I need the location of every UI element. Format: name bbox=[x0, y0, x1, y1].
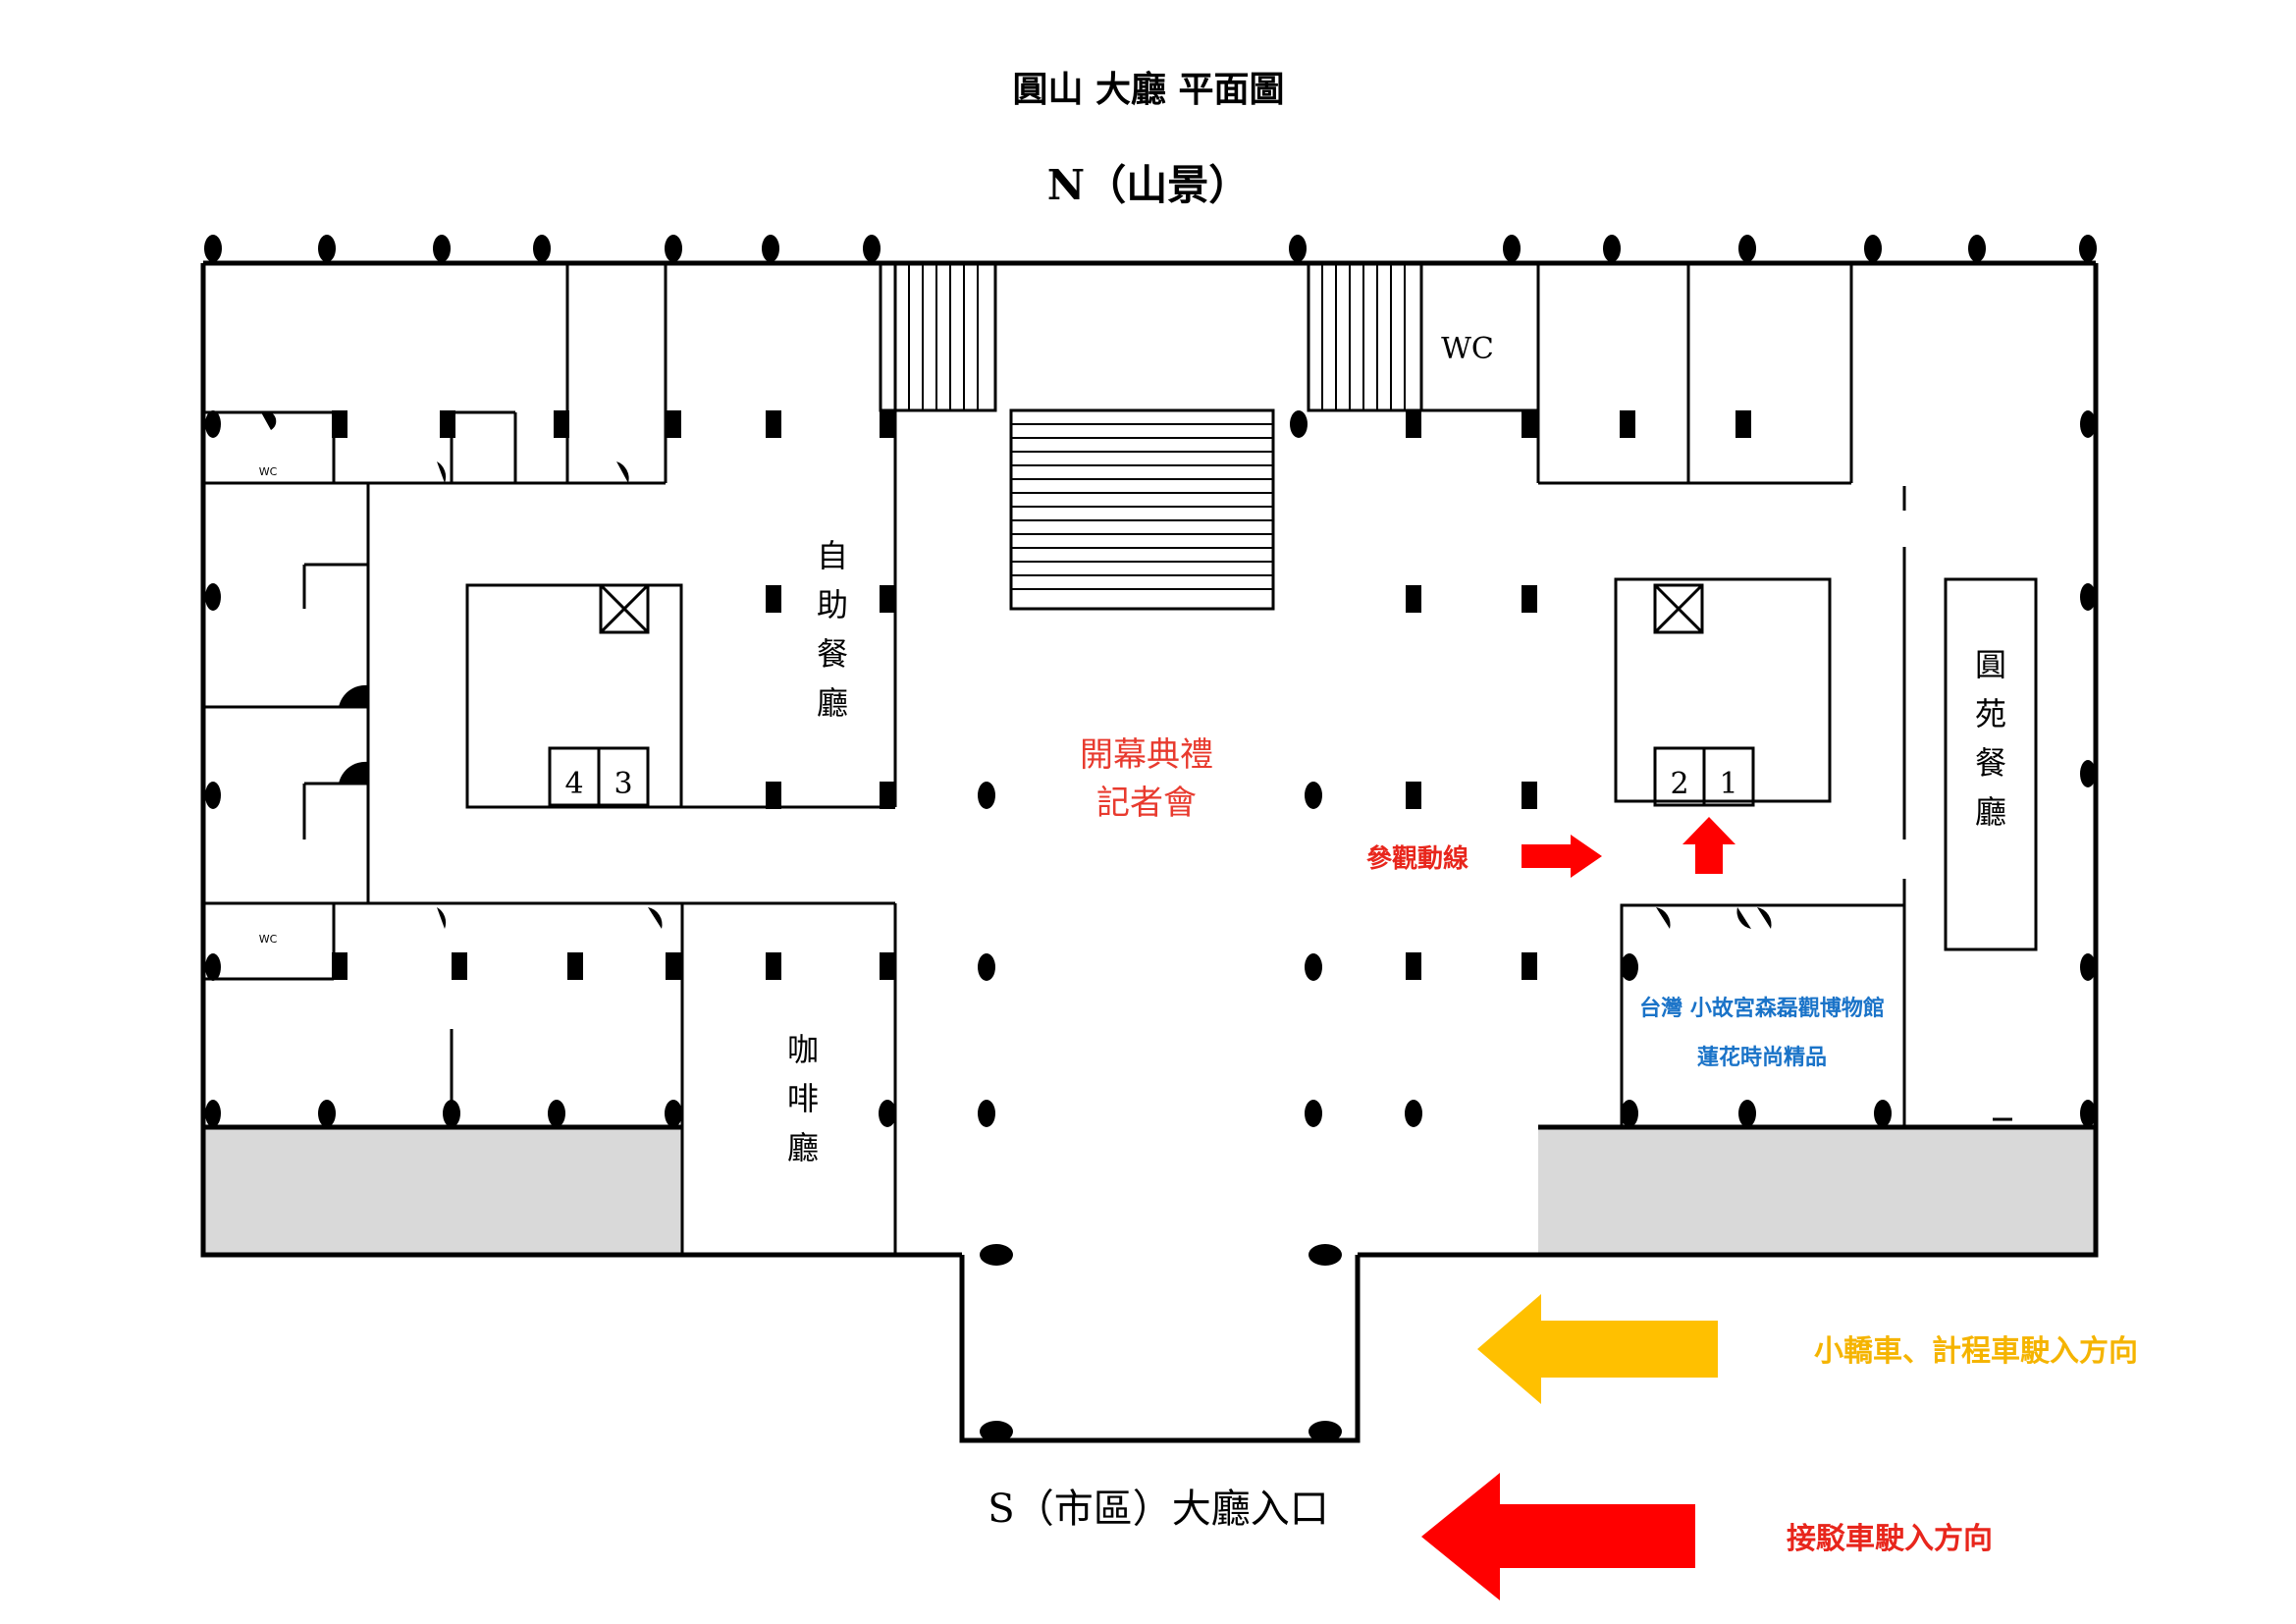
svg-text:自: 自 bbox=[817, 537, 848, 574]
svg-text:廳: 廳 bbox=[787, 1129, 819, 1166]
buffet-label: 自 助 餐 廳 bbox=[817, 537, 848, 722]
elevator-shaft-left-icon bbox=[599, 583, 650, 634]
elevator-2-label: 2 bbox=[1670, 767, 1688, 801]
north-label: N（山景） bbox=[1047, 161, 1250, 209]
svg-text:啡: 啡 bbox=[787, 1080, 819, 1117]
svg-text:廳: 廳 bbox=[817, 684, 848, 722]
svg-text:咖: 咖 bbox=[787, 1031, 819, 1068]
wc-top-label: WC bbox=[1441, 332, 1494, 366]
grey-area-left bbox=[203, 1127, 682, 1253]
car-taxi-arrow-icon bbox=[1477, 1294, 1718, 1404]
elevator-shaft-right-icon bbox=[1653, 583, 1704, 634]
svg-text:餐: 餐 bbox=[1975, 744, 2006, 782]
south-label: S（市區）大廳入口 bbox=[988, 1487, 1328, 1532]
ceremony-label-line2: 記者會 bbox=[1096, 784, 1197, 823]
elevator-3 bbox=[597, 746, 650, 807]
outer-walls bbox=[200, 260, 2099, 1443]
tour-route-label: 參觀動線 bbox=[1366, 843, 1468, 874]
cafe-label: 咖 啡 廳 bbox=[787, 1031, 819, 1166]
svg-text:助: 助 bbox=[817, 586, 848, 623]
svg-text:餐: 餐 bbox=[817, 635, 848, 673]
tour-route-arrow-right-icon bbox=[1522, 835, 1602, 878]
stair-left bbox=[894, 263, 979, 410]
legend-car-taxi: 小轎車、計程車駛入方向 bbox=[1814, 1334, 2138, 1369]
door-swings bbox=[261, 410, 1772, 929]
stair-right bbox=[1321, 263, 1406, 410]
ceremony-label-line1: 開幕典禮 bbox=[1080, 735, 1213, 775]
svg-text:廳: 廳 bbox=[1975, 793, 2006, 831]
svg-text:圓: 圓 bbox=[1975, 646, 2006, 683]
tour-route-arrow-up-icon bbox=[1682, 817, 1735, 874]
wc-small-1-label: WC bbox=[259, 465, 278, 478]
yuanyuan-label: 圓 苑 餐 廳 bbox=[1975, 646, 2006, 831]
elevator-1 bbox=[1702, 746, 1755, 807]
grand-staircase bbox=[1009, 408, 1275, 611]
columns bbox=[204, 235, 2097, 1442]
legend-shuttle: 接駁車駛入方向 bbox=[1787, 1522, 1993, 1556]
museum-label-line1: 台灣 小故宮森磊觀博物館 bbox=[1639, 996, 1885, 1021]
shuttle-arrow-icon bbox=[1421, 1473, 1695, 1600]
grey-area-right bbox=[1538, 1127, 2096, 1253]
wc-small-2-label: WC bbox=[259, 933, 278, 946]
page-title: 圓山 大廳 平面圖 bbox=[1012, 69, 1284, 110]
svg-text:苑: 苑 bbox=[1975, 695, 2006, 732]
elevator-3-label: 3 bbox=[614, 767, 632, 801]
museum-label-line2: 蓮花時尚精品 bbox=[1697, 1045, 1827, 1070]
elevator-4-label: 4 bbox=[564, 767, 583, 801]
elevator-1-label: 1 bbox=[1719, 767, 1737, 801]
